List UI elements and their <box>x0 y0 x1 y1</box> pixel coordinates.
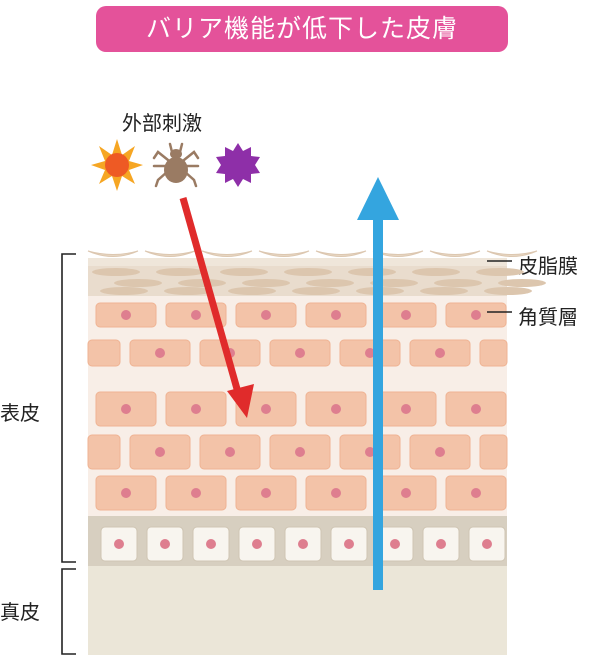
title-badge: バリア機能が低下した皮膚 <box>96 6 508 52</box>
water-arrow-head <box>357 177 399 220</box>
stimuli-arrow <box>179 197 243 397</box>
corneum-flake <box>306 279 354 287</box>
sebum-film-label: 皮脂膜 <box>518 254 578 278</box>
sebum-flake <box>201 250 253 257</box>
cell-nucleus <box>390 539 400 549</box>
epidermal-cell <box>479 434 508 470</box>
stratum-corneum-label: 角質層 <box>518 305 578 329</box>
cell-nucleus <box>471 310 481 320</box>
cell-nucleus <box>436 539 446 549</box>
cell-nucleus <box>331 404 341 414</box>
corneum-flake <box>164 287 212 295</box>
corneum-flake <box>476 268 524 276</box>
cell-nucleus <box>191 488 201 498</box>
corneum-flake <box>434 279 482 287</box>
corneum-flake <box>178 279 226 287</box>
cell-nucleus <box>295 348 305 358</box>
cell-nucleus <box>471 404 481 414</box>
sebum-flake <box>87 250 139 257</box>
cell-nucleus <box>365 447 375 457</box>
cell-nucleus <box>121 310 131 320</box>
sebum-flake <box>429 250 481 257</box>
sebum-flake <box>144 250 196 257</box>
epidermis-label: 表皮 <box>0 401 40 425</box>
corneum-flake <box>100 287 148 295</box>
cell-nucleus <box>331 310 341 320</box>
spinous-layer <box>88 296 507 516</box>
cell-nucleus <box>191 404 201 414</box>
corneum-flake <box>484 287 532 295</box>
cell-nucleus <box>482 539 492 549</box>
dermis-layer <box>88 566 507 655</box>
cell-nucleus <box>225 447 235 457</box>
stimuli-arrow-head <box>227 384 254 418</box>
sun-icon <box>91 139 143 191</box>
external-stimuli-label: 外部刺激 <box>122 111 202 135</box>
cell-nucleus <box>155 348 165 358</box>
cell-nucleus <box>401 488 411 498</box>
sebum-flake <box>315 250 367 257</box>
cell-nucleus <box>121 488 131 498</box>
sebum-flake <box>486 250 538 257</box>
corneum-flake <box>498 279 546 287</box>
cell-nucleus <box>114 539 124 549</box>
corneum-flake <box>348 268 396 276</box>
cell-nucleus <box>401 310 411 320</box>
cell-nucleus <box>401 404 411 414</box>
cell-nucleus <box>206 539 216 549</box>
corneum-flake <box>114 279 162 287</box>
cell-nucleus <box>191 310 201 320</box>
dermis-label: 真皮 <box>0 600 40 624</box>
corneum-flakes <box>92 268 546 295</box>
cell-nucleus <box>295 447 305 457</box>
corneum-flake <box>220 268 268 276</box>
epidermal-cell <box>87 434 121 470</box>
sebum-flakes <box>87 250 538 257</box>
cell-nucleus <box>155 447 165 457</box>
cell-nucleus <box>471 488 481 498</box>
cell-nucleus <box>252 539 262 549</box>
corneum-flake <box>228 287 276 295</box>
cell-nucleus <box>261 310 271 320</box>
dermis-bracket <box>61 568 76 655</box>
epidermis-bracket <box>61 253 76 563</box>
epidermal-cells <box>87 302 508 511</box>
virus-icon <box>216 143 260 187</box>
cell-nucleus <box>435 447 445 457</box>
corneum-flake <box>412 268 460 276</box>
mite-icon <box>152 142 200 188</box>
cell-nucleus <box>331 488 341 498</box>
sebum-flake <box>258 250 310 257</box>
corneum-flake <box>292 287 340 295</box>
cell-nucleus <box>261 404 271 414</box>
cell-nucleus <box>435 348 445 358</box>
sebum-film-layer <box>88 258 507 266</box>
corneum-flake <box>92 268 140 276</box>
cell-nucleus <box>298 539 308 549</box>
corneum-flake <box>284 268 332 276</box>
corneum-flake <box>156 268 204 276</box>
cell-nucleus <box>261 488 271 498</box>
epidermal-cell <box>87 339 121 367</box>
basal-cells <box>100 526 506 562</box>
cell-nucleus <box>160 539 170 549</box>
epidermal-cell <box>479 339 508 367</box>
sebum-flake <box>372 250 424 257</box>
corneum-flake <box>420 287 468 295</box>
cell-nucleus <box>365 348 375 358</box>
corneum-flake <box>242 279 290 287</box>
cell-nucleus <box>121 404 131 414</box>
cell-nucleus <box>344 539 354 549</box>
